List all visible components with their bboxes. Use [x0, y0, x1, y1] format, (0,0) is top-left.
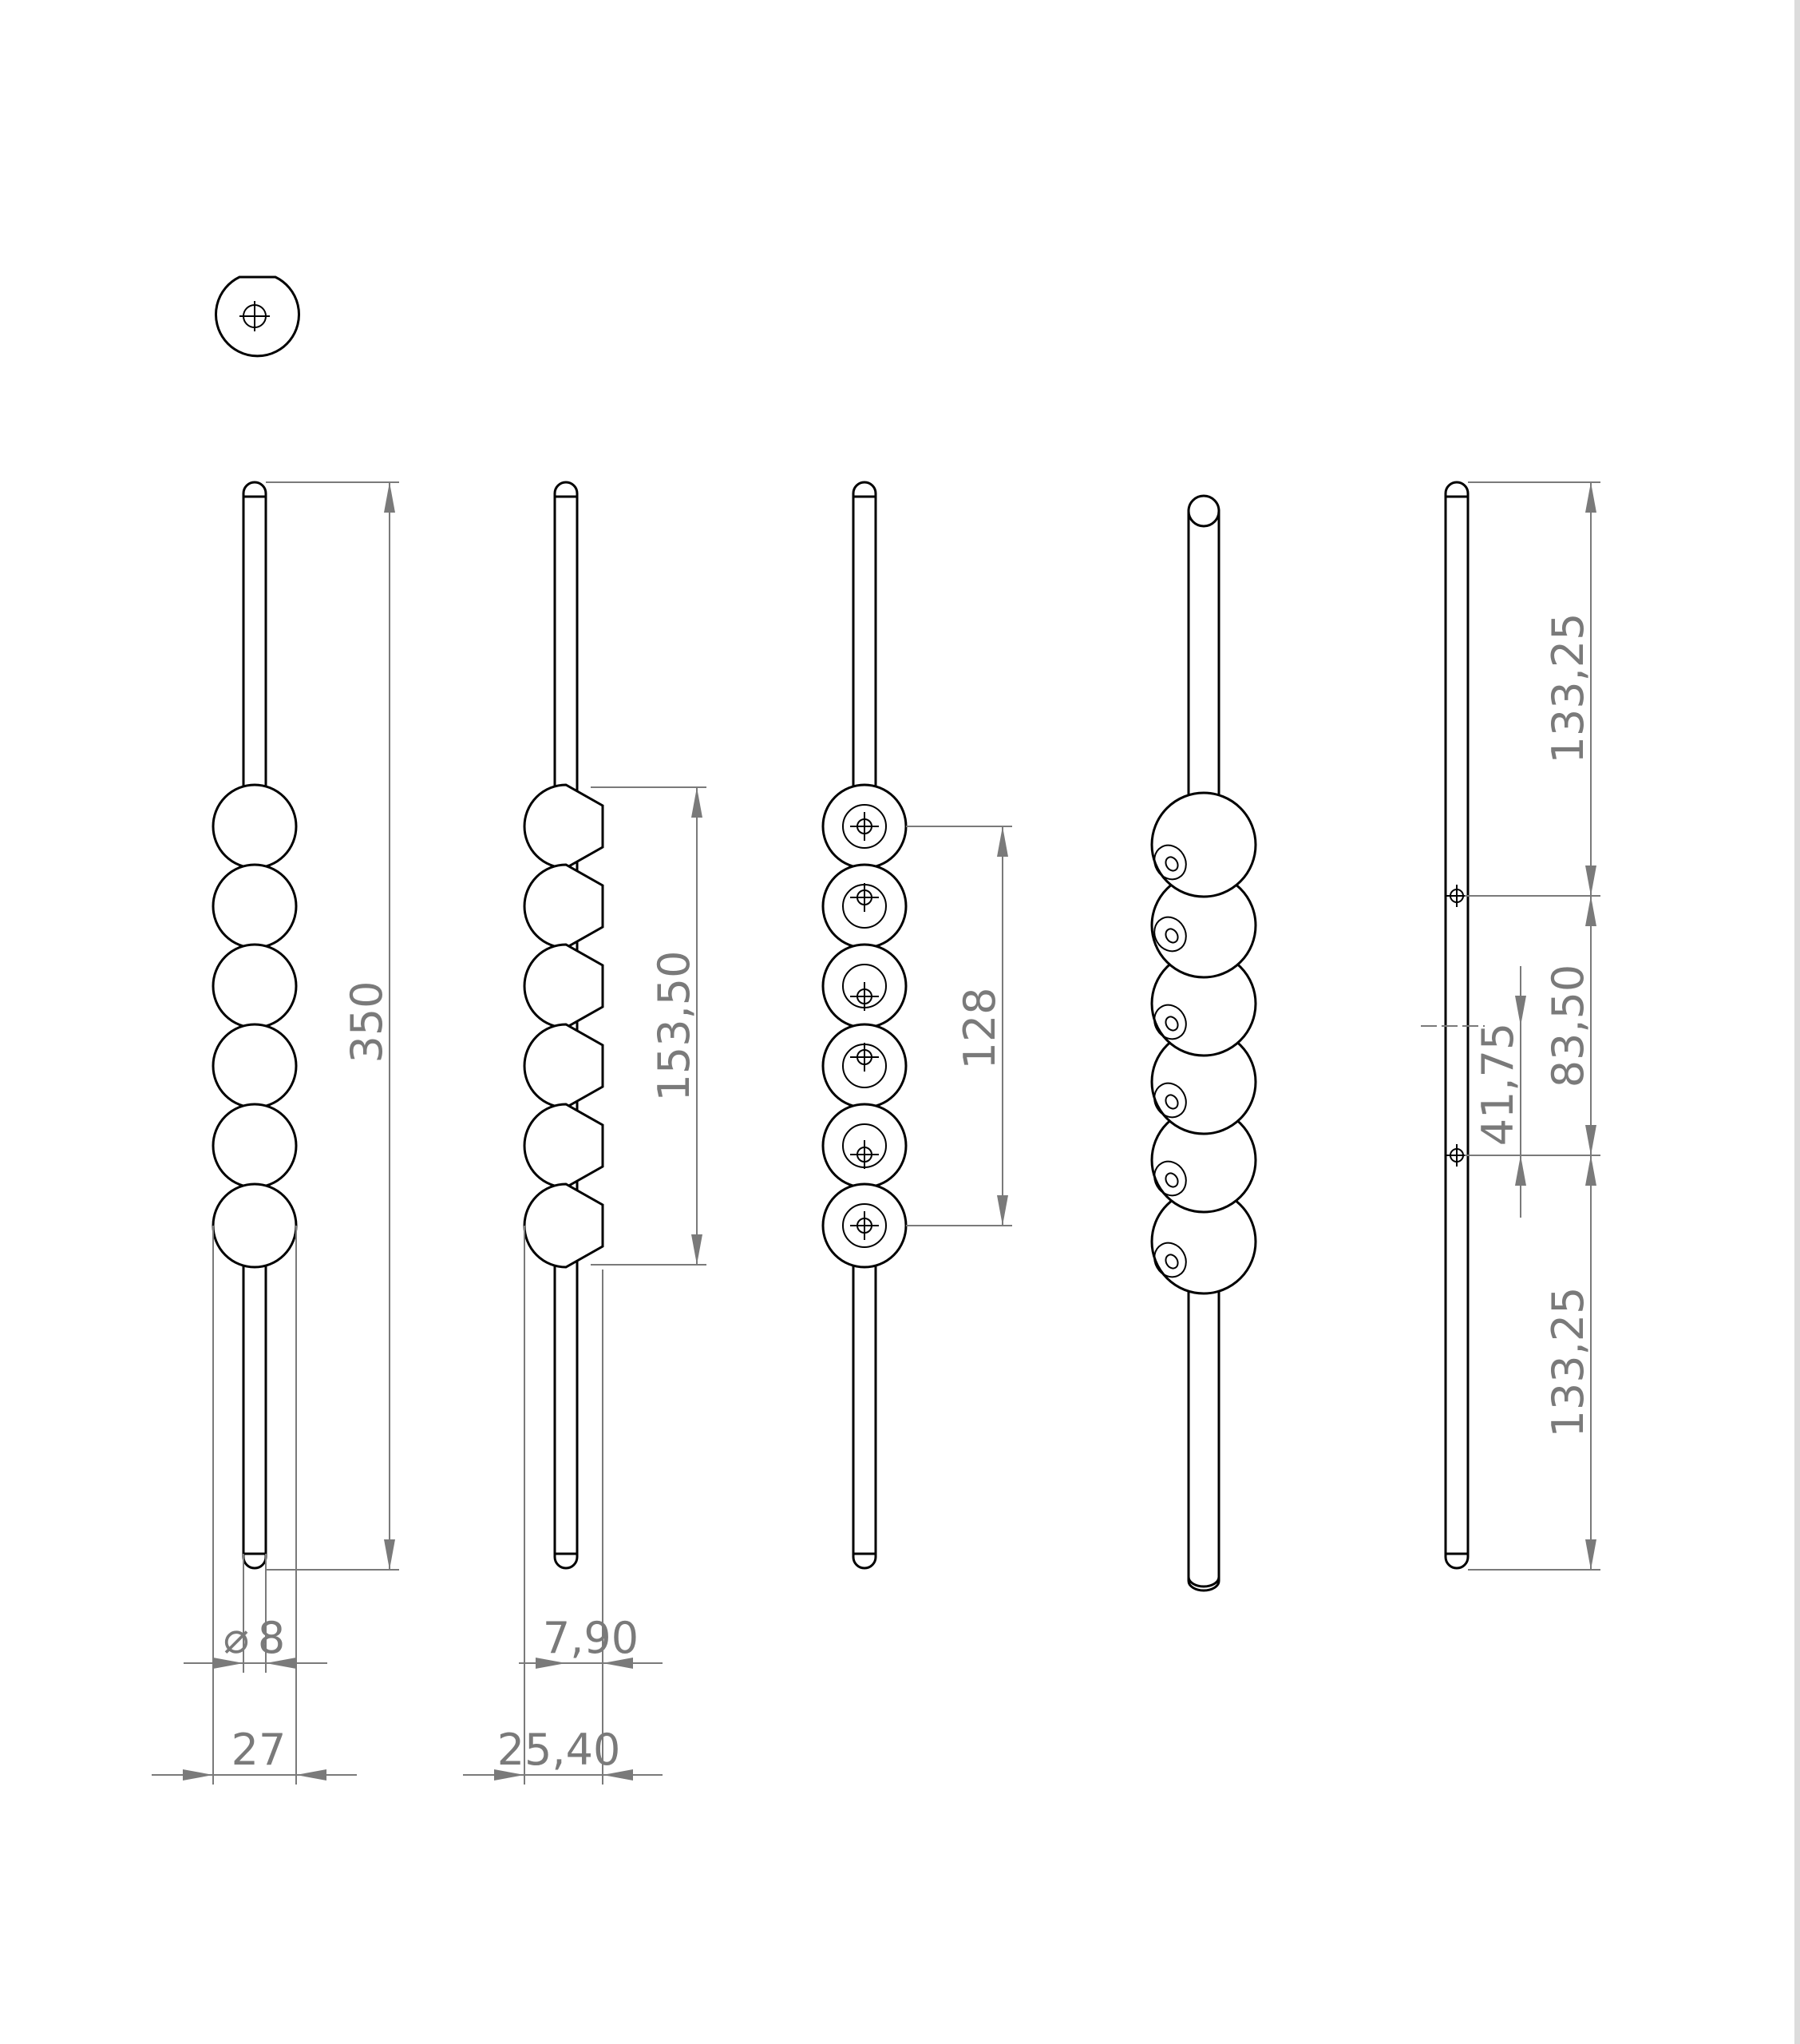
dimension-flat-width: 7,90	[519, 1270, 663, 1673]
dimension-bead-stack-length: 153,50	[591, 786, 706, 1266]
dim-rod-diameter-symbol: ⌀	[224, 1613, 250, 1663]
dim-half-spacing: 41,75	[1473, 1023, 1523, 1147]
dimension-flat-bead-width: 25,40	[463, 1226, 663, 1785]
dim-overall-length: 350	[342, 980, 392, 1063]
dim-end-length-bottom: 133,25	[1543, 1287, 1593, 1438]
dim-flat-bead-width: 25,40	[497, 1725, 621, 1775]
back-view	[821, 481, 908, 1570]
dim-flat-width: 7,90	[543, 1613, 639, 1663]
bead-hole-2	[821, 863, 908, 949]
isometric-view	[1150, 494, 1257, 1592]
front-view	[212, 481, 298, 1570]
side-view	[523, 481, 604, 1570]
dimension-rod-diameter: ⌀ 8	[184, 1554, 327, 1673]
bead-hole-5	[821, 1103, 908, 1189]
iso-bead-6	[1150, 1188, 1257, 1295]
dimension-hole-spacing: 128	[906, 826, 1012, 1226]
rod-view	[1421, 481, 1485, 1570]
rod-hole-bottom	[1446, 1144, 1468, 1167]
bead-hole-6	[821, 1182, 908, 1269]
dimension-half-spacing: 41,75	[1473, 966, 1526, 1218]
iso-bead-3	[1150, 950, 1257, 1057]
dim-end-length-top: 133,25	[1543, 613, 1593, 764]
dimension-overall-length: 350	[266, 481, 399, 1571]
end-view	[215, 275, 300, 358]
iso-bead-5	[1150, 1107, 1257, 1214]
dimension-bead-diameter: 27	[152, 1226, 357, 1785]
bead-hole-3	[821, 943, 908, 1029]
dim-hole-spacing: 128	[955, 987, 1005, 1069]
dimension-rod-chain: 133,25 83,50 133,25	[1465, 481, 1600, 1571]
bead-hole-1	[821, 783, 908, 869]
iso-bead-1	[1150, 791, 1257, 898]
dim-rod-diameter: 8	[258, 1613, 285, 1663]
dim-mid-spacing: 83,50	[1543, 965, 1593, 1088]
dim-bead-stack-length: 153,50	[649, 951, 699, 1102]
bead-hole-4	[821, 1023, 908, 1109]
sheet-frame-edge	[1794, 0, 1800, 2044]
rod-hole-top	[1446, 885, 1468, 907]
dim-bead-diameter: 27	[231, 1725, 287, 1775]
